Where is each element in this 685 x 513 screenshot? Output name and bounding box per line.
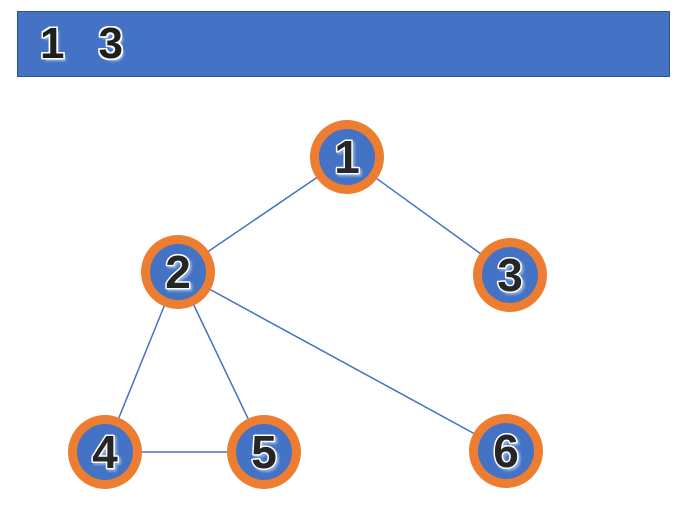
- banner-value-1: 1: [40, 19, 65, 68]
- node-1-label: 1: [334, 131, 360, 183]
- node-3[interactable]: [482, 247, 538, 303]
- node-2[interactable]: [150, 244, 206, 300]
- title-banner[interactable]: 1 3: [17, 11, 670, 77]
- node-4-label: 4: [92, 426, 118, 478]
- banner-value-2: 3: [98, 19, 123, 68]
- node-6[interactable]: [478, 423, 534, 479]
- node-6-label: 6: [493, 425, 519, 477]
- node-3-label: 3: [497, 249, 523, 301]
- node-4[interactable]: [77, 424, 133, 480]
- node-5[interactable]: [236, 424, 292, 480]
- node-1[interactable]: [319, 129, 375, 185]
- edge-2-6[interactable]: [177, 271, 507, 452]
- node-5-label: 5: [251, 426, 277, 478]
- node-2-label: 2: [165, 246, 191, 298]
